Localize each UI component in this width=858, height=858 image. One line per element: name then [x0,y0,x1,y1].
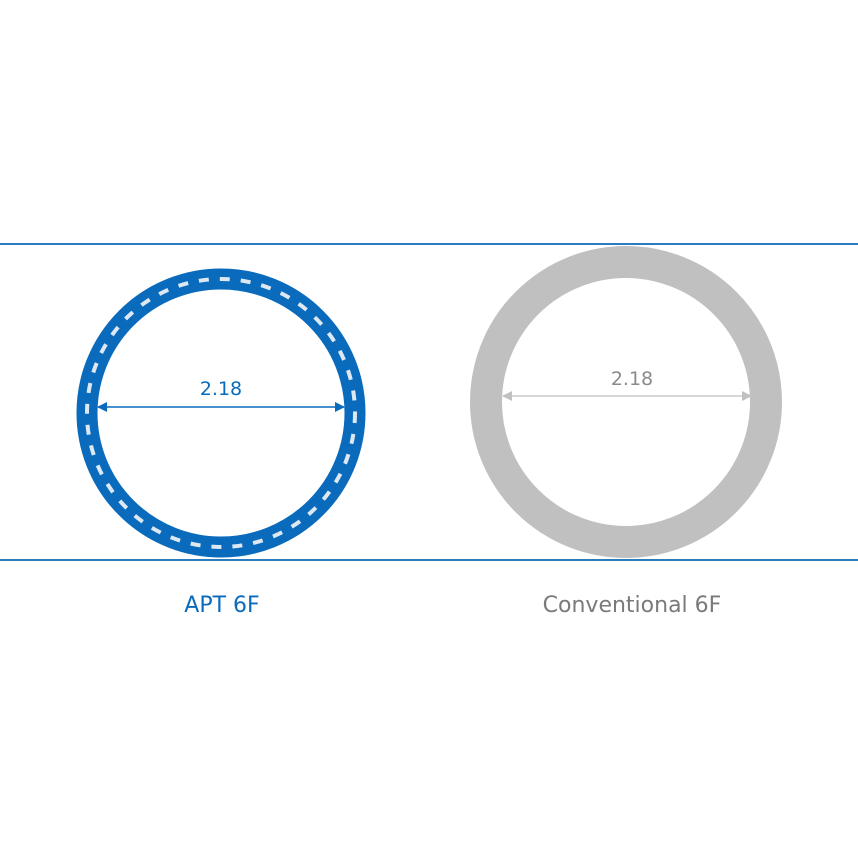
conventional-wall-ring [470,246,782,558]
apt-caption: APT 6F [184,593,259,618]
conventional-catheter: 2.18 [470,246,782,558]
conventional-caption: Conventional 6F [543,593,722,618]
apt-braid-dashes [85,277,357,549]
apt-catheter: 2.18 [76,268,366,558]
apt-dimension-label: 2.18 [200,378,242,400]
conventional-dimension-label: 2.18 [611,368,653,390]
